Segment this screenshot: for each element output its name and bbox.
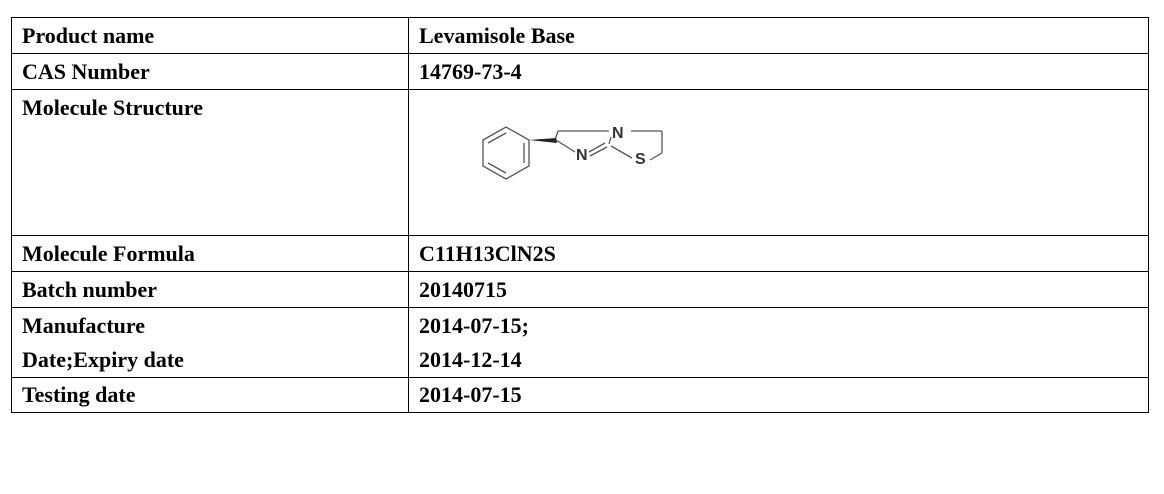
atom-s: S [635, 151, 646, 168]
bond-ch2-s [649, 152, 663, 161]
bond-s-c [610, 145, 633, 159]
atom-n-bottom: N [576, 147, 588, 164]
product-name-label: Product name [11, 17, 409, 54]
manufacture-expiry-value: 2014-07-15; 2014-12-14 [408, 307, 1149, 378]
molecule-structure-cell: N N S [408, 89, 1149, 236]
testing-date-value: 2014-07-15 [408, 377, 1149, 413]
bond-ch-n-imine [555, 139, 576, 153]
cas-number-value: 14769-73-4 [408, 53, 1149, 90]
manufacture-date-value: 2014-07-15; [419, 312, 529, 338]
batch-number-label: Batch number [11, 271, 409, 308]
table-row-product-name: Product name Levamisole Base [11, 17, 1149, 54]
atom-n-top: N [612, 125, 624, 142]
molecule-formula-value: C11H13ClN2S [408, 235, 1149, 272]
wedge-bond [529, 138, 557, 143]
manufacture-label-line2: Date;Expiry date [22, 346, 184, 372]
table-row-manufacture-expiry: Manufacture Date;Expiry date 2014-07-15;… [11, 307, 1149, 378]
table-row-testing-date: Testing date 2014-07-15 [11, 377, 1149, 413]
molecule-structure-diagram: N N S [482, 125, 663, 180]
benzene-inner-bond-3 [487, 162, 507, 174]
cas-number-label: CAS Number [11, 53, 409, 90]
benzene-inner-bond-1 [487, 132, 507, 144]
table-row-batch-number: Batch number 20140715 [11, 271, 1149, 308]
cropped-header-fragment [0, 0, 1164, 6]
bond-n-c-double-2 [589, 146, 608, 157]
manufacture-expiry-label: Manufacture Date;Expiry date [11, 307, 409, 378]
table-row-molecule-structure: Molecule Structure [11, 89, 1149, 236]
product-name-value: Levamisole Base [408, 17, 1149, 54]
batch-number-value: 20140715 [408, 271, 1149, 308]
product-spec-table: Product name Levamisole Base CAS Number … [11, 17, 1149, 413]
manufacture-label-line1: Manufacture [22, 312, 146, 338]
testing-date-label: Testing date [11, 377, 409, 413]
molecule-formula-label: Molecule Formula [11, 235, 409, 272]
molecule-structure-label: Molecule Structure [11, 89, 409, 236]
table-row-molecule-formula: Molecule Formula C11H13ClN2S [11, 235, 1149, 272]
expiry-date-value: 2014-12-14 [419, 346, 522, 372]
bond-n-c-double-1 [588, 142, 606, 153]
bond-c-n-top [608, 136, 612, 145]
benzene-ring [482, 126, 530, 180]
table-row-cas-number: CAS Number 14769-73-4 [11, 53, 1149, 90]
